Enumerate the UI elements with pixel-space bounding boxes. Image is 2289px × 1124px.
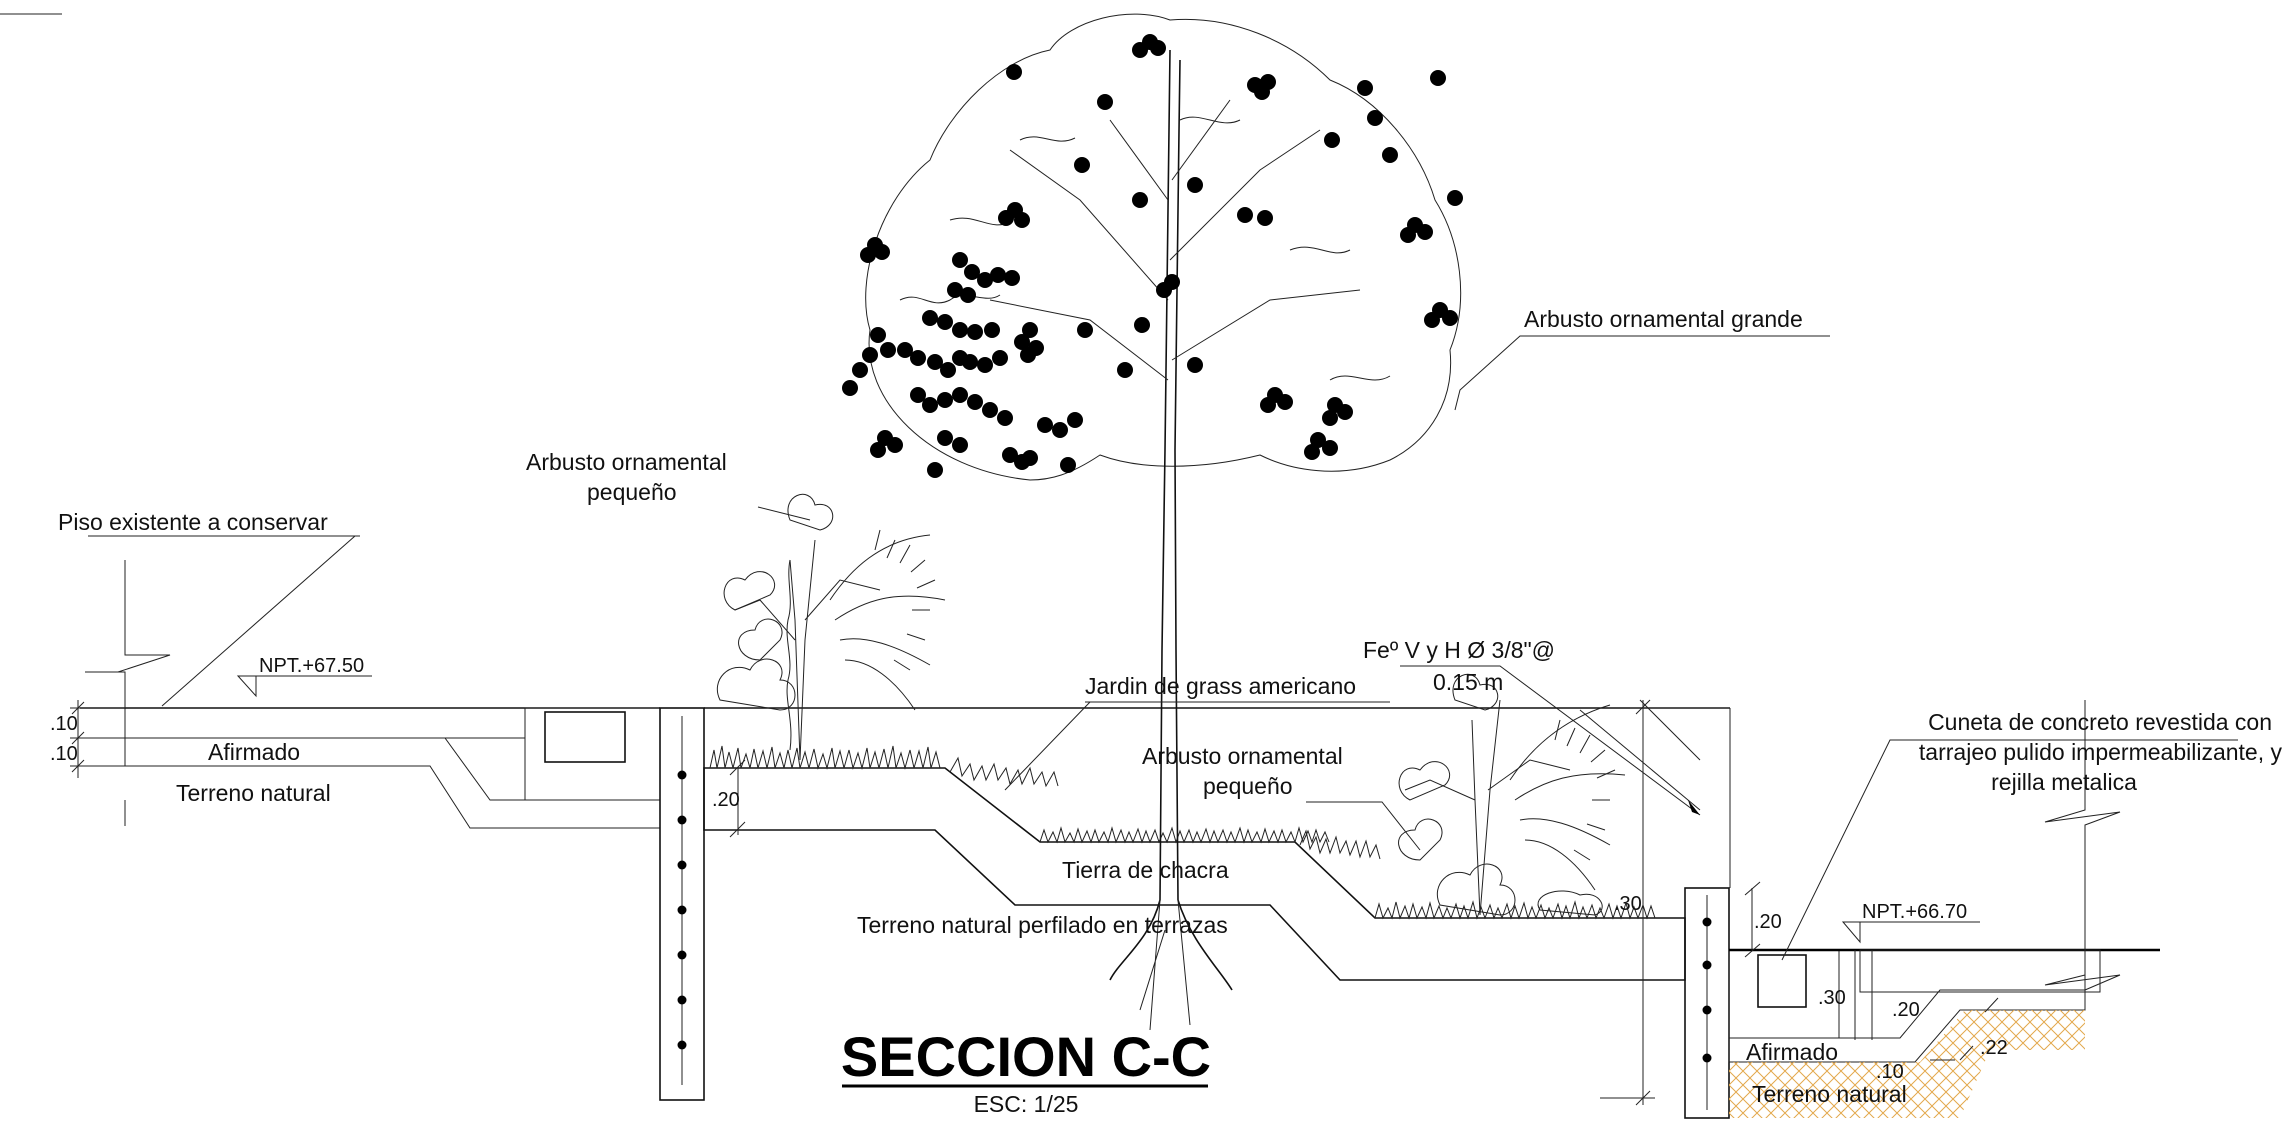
label-shrub-right-1: Arbusto ornamental — [1142, 743, 1343, 769]
right-small-shrub — [1398, 673, 1626, 916]
label-rebar-1: Feº V y H Ø 3/8"@ — [1363, 637, 1555, 663]
label-afirmado-right: Afirmado — [1746, 1039, 1838, 1065]
label-grass: Jardin de grass americano — [1085, 673, 1356, 699]
label-cuneta-1: Cuneta de concreto revestida con — [1928, 709, 2272, 735]
drawing-title: SECCION C-C — [841, 1025, 1211, 1088]
dim-cuneta-depth: .30 — [1818, 987, 1846, 1009]
leader-lines — [88, 335, 2238, 961]
left-drain-box — [544, 711, 626, 763]
right-retaining-wall — [1684, 708, 1731, 1119]
label-shrub-right-2: pequeño — [1203, 773, 1293, 799]
label-terreno-left: Terreno natural — [176, 780, 331, 806]
break-line-left — [117, 560, 171, 708]
label-cuneta-3: rejilla metalica — [1991, 769, 2137, 795]
cuneta-channel — [1757, 954, 1807, 1008]
label-tierra: Tierra de chacra — [1062, 857, 1229, 883]
rebar-leader — [1400, 665, 1701, 816]
dim-base: .10 — [1876, 1061, 1904, 1083]
dim-side: .30 — [1614, 893, 1642, 915]
drawing-scale: ESC: 1/25 — [974, 1091, 1079, 1117]
label-shrub-left-2: pequeño — [587, 479, 677, 505]
left-existing-floor — [70, 560, 661, 829]
dim-right-wall: .20 — [1754, 911, 1782, 933]
left-small-shrub — [716, 493, 946, 761]
label-shrub-left-1: Arbusto ornamental — [526, 449, 727, 475]
dim-left-top: .10 — [50, 713, 78, 735]
label-existing-floor: Piso existente a conservar — [58, 509, 328, 535]
dim-left-bottom: .10 — [50, 743, 78, 765]
label-terreno-right: Terreno natural — [1752, 1081, 1907, 1107]
label-tree: Arbusto ornamental grande — [1524, 306, 1803, 332]
label-cuneta-2: tarrajeo pulido impermeabilizante, y — [1919, 739, 2283, 765]
label-afirmado-left: Afirmado — [208, 739, 300, 765]
left-retaining-wall — [659, 707, 705, 1101]
dim-slope: .22 — [1980, 1037, 2008, 1059]
dim-cuneta-slab: .20 — [1892, 999, 1920, 1021]
npt-markers — [236, 675, 1980, 944]
label-rebar-2: 0.15 m — [1433, 669, 1503, 695]
dim-garden-depth: .20 — [712, 789, 740, 811]
label-npt-left: NPT.+67.50 — [259, 655, 364, 677]
label-npt-right: NPT.+66.70 — [1862, 901, 1967, 923]
large-tree — [842, 13, 1463, 1031]
label-terreno-terraces: Terreno natural perfilado en terrazas — [857, 912, 1228, 938]
break-line-right — [2044, 700, 2121, 990]
right-existing-floor — [1600, 699, 2160, 1118]
